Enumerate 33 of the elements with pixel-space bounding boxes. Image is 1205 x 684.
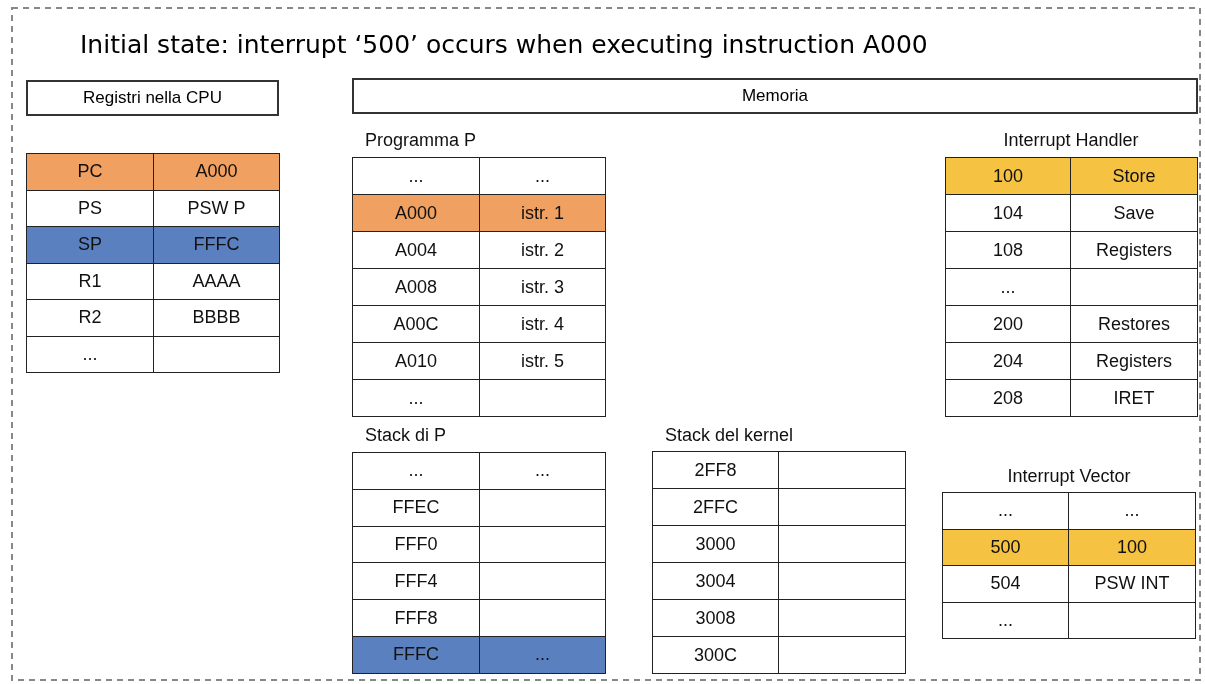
table-caption: Stack del kernel: [665, 425, 794, 446]
table-cell: SP: [26, 226, 154, 264]
table-cell: 100: [945, 157, 1071, 195]
table-caption: Stack di P: [365, 425, 447, 446]
table-cell: 500: [942, 528, 1069, 566]
table-cell: IRET: [1070, 379, 1198, 417]
table-cell: ...: [26, 335, 154, 373]
table-cell: istr. 1: [479, 194, 606, 232]
table-cell: ...: [479, 636, 606, 674]
table-cell: A000: [352, 194, 480, 232]
table-cell: 2FF8: [652, 451, 779, 489]
table-cell: ...: [352, 157, 480, 195]
table-cell: ...: [942, 492, 1069, 530]
table-cell: Store: [1070, 157, 1198, 195]
table-cell: 208: [945, 379, 1071, 417]
table-cell: ...: [942, 601, 1069, 639]
table-cell: FFFC: [153, 226, 280, 264]
table-cell: ...: [479, 452, 606, 490]
section-header-box: Memoria: [352, 78, 1198, 114]
table-cell: ...: [352, 379, 480, 417]
table-caption: Programma P: [365, 130, 477, 151]
table-cell: 300C: [652, 636, 779, 674]
table-caption: Interrupt Handler: [1003, 130, 1139, 151]
table-cell: ...: [352, 452, 480, 490]
table-cell: A000: [153, 153, 280, 191]
title: Initial state: interrupt ‘500’ occurs when executing instruction A000: [80, 30, 928, 59]
table-cell: FFFC: [352, 636, 480, 674]
table-caption: Interrupt Vector: [1007, 466, 1131, 487]
table-cell: ...: [1068, 492, 1196, 530]
table-cell: ...: [479, 157, 606, 195]
section-header-box: Registri nella CPU: [26, 80, 279, 116]
table-cell: 100: [1068, 528, 1196, 566]
table-cell: PC: [26, 153, 154, 191]
